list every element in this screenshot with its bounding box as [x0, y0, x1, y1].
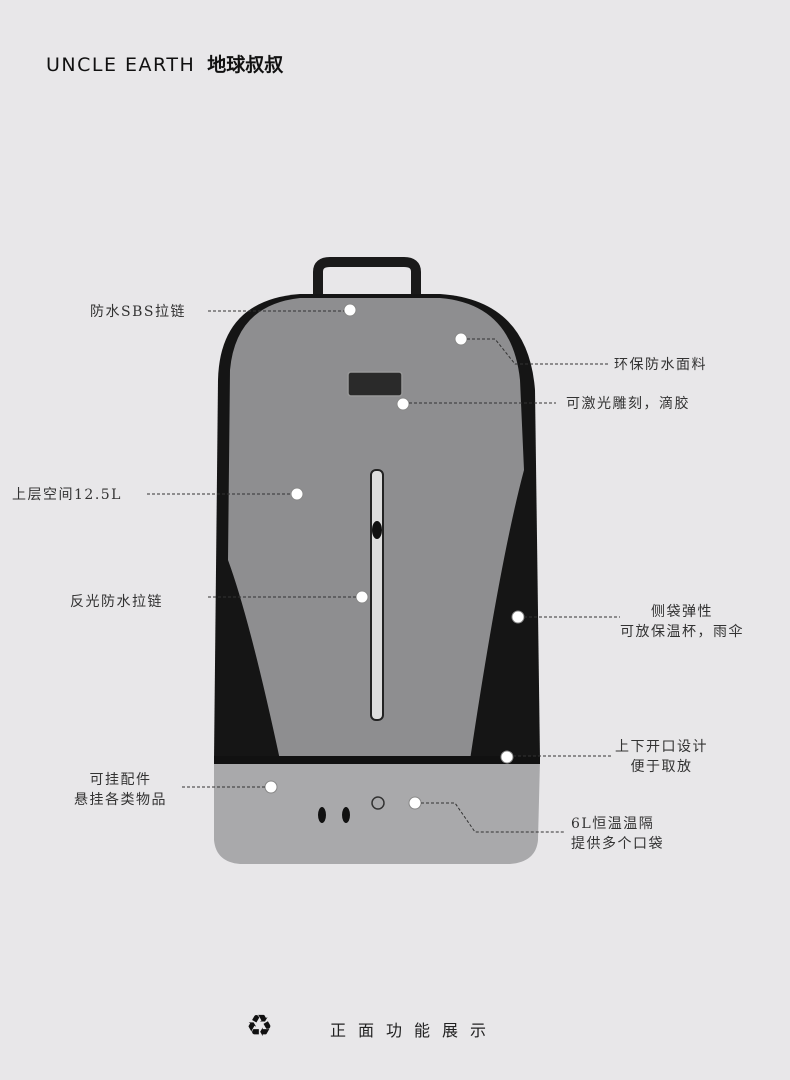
label-front-zipper: 反光防水拉链 — [70, 594, 163, 610]
label-upper-space: 上层空间12.5L — [12, 487, 122, 503]
opening-line2: 便于取放 — [630, 759, 693, 775]
lower-line2: 提供多个口袋 — [571, 836, 664, 852]
brand-logo: UNCLE EARTH 地球叔叔 — [46, 50, 283, 77]
label-lower: 6L恒温温隔 提供多个口袋 — [571, 814, 664, 854]
label-logo-patch: 可激光雕刻，滴胶 — [566, 396, 690, 412]
hang-line2: 悬挂各类物品 — [74, 792, 167, 808]
label-fabric: 环保防水面料 — [614, 357, 707, 373]
opening-line1: 上下开口设计 — [615, 739, 708, 755]
label-hang: 可挂配件 悬挂各类物品 — [74, 770, 167, 810]
lower-line1: 6L恒温温隔 — [571, 816, 655, 832]
side-pocket-line2: 可放保温杯，雨伞 — [620, 624, 744, 640]
label-opening: 上下开口设计 便于取放 — [615, 737, 708, 777]
brand-name-cn: 地球叔叔 — [207, 54, 284, 76]
label-side-pocket: 侧袋弹性 可放保温杯，雨伞 — [620, 602, 744, 642]
footer-caption: 正面功能展示 — [330, 1021, 499, 1040]
side-pocket-line1: 侧袋弹性 — [651, 604, 713, 620]
brand-name-en: UNCLE EARTH — [46, 54, 196, 76]
label-zipper-top: 防水SBS拉链 — [90, 304, 186, 320]
recycle-icon: ♻ — [246, 1009, 273, 1044]
hang-line1: 可挂配件 — [89, 772, 152, 788]
